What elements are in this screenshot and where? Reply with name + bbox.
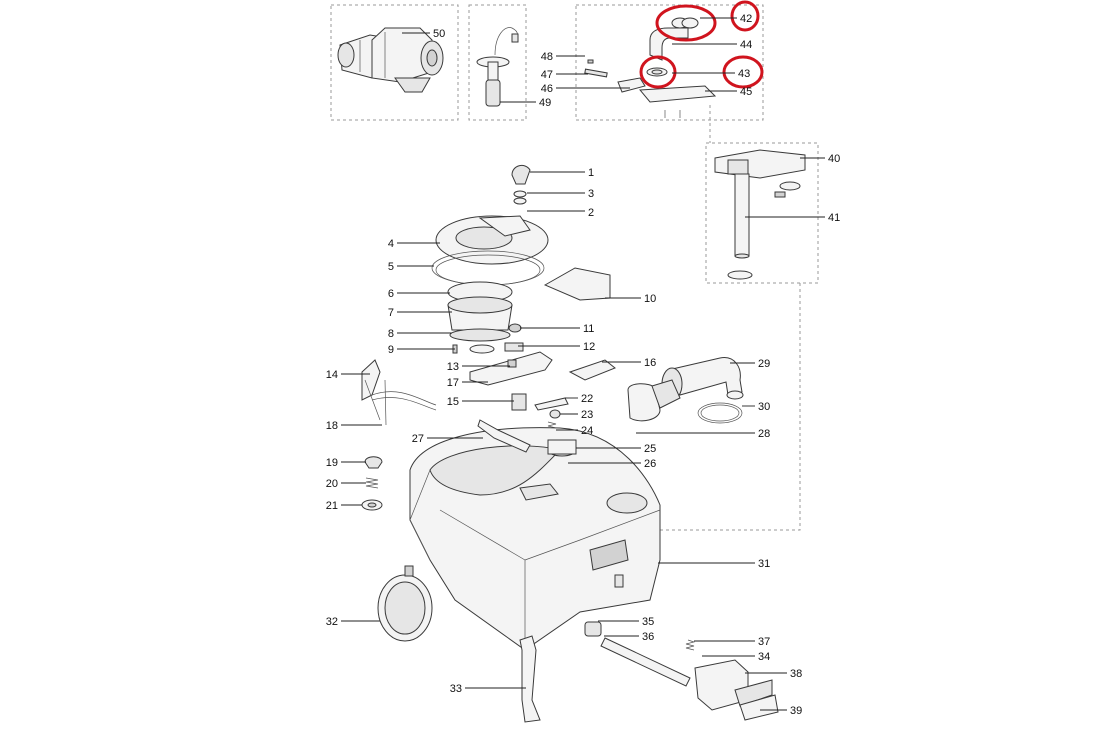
part-label-30: 30 (758, 401, 770, 413)
part-label-41: 41 (828, 212, 840, 224)
part-label-11: 11 (583, 323, 594, 335)
part-label-18: 18 (326, 420, 338, 432)
part-50-pump-drawing (337, 27, 444, 93)
part-label-15: 15 (447, 396, 459, 408)
part-label-25: 25 (644, 443, 656, 455)
highlight-circle-part-42 (655, 4, 717, 42)
part-label-42: 42 (740, 13, 752, 25)
part-label-47: 47 (541, 69, 553, 81)
handle-rod-drawing (519, 621, 779, 723)
part-label-13: 13 (447, 361, 459, 373)
part-label-31: 31 (758, 558, 770, 570)
part-label-17: 17 (447, 377, 459, 389)
part-label-24: 24 (581, 425, 593, 437)
part-label-46: 46 (541, 83, 553, 95)
part-label-9: 9 (388, 344, 394, 356)
part-label-22: 22 (581, 393, 593, 405)
inset-connector (580, 283, 801, 531)
part-label-20: 20 (326, 478, 338, 490)
highlight-circle-label-42 (730, 0, 760, 32)
inset-box-vent-pipe (705, 142, 819, 284)
part-label-6: 6 (388, 288, 394, 300)
part-label-5: 5 (388, 261, 394, 273)
part-label-1: 1 (588, 167, 594, 179)
highlight-circle-part-43 (639, 55, 677, 89)
part-49-sensor-drawing (476, 27, 519, 107)
vent-parts-drawing (584, 17, 717, 118)
part-label-36: 36 (642, 631, 654, 643)
part-32-wheel-drawing (377, 565, 433, 642)
leader-lines (341, 17, 825, 711)
part-40-41-pipe-drawing (714, 149, 806, 280)
part-label-35: 35 (642, 616, 654, 628)
part-31-tank-drawing (409, 419, 661, 651)
drain-parts-drawing (627, 357, 744, 424)
part-label-12: 12 (583, 341, 595, 353)
part-label-29: 29 (758, 358, 770, 370)
part-label-26: 26 (644, 458, 656, 470)
highlight-circle-label-43 (722, 55, 764, 89)
part-label-34: 34 (758, 651, 770, 663)
inset-box-vent (575, 4, 764, 121)
part-label-4: 4 (388, 238, 394, 250)
part-label-19: 19 (326, 457, 338, 469)
part-label-32: 32 (326, 616, 338, 628)
part-label-48: 48 (541, 51, 553, 63)
part-label-33: 33 (450, 683, 462, 695)
part-label-40: 40 (828, 153, 840, 165)
part-label-8: 8 (388, 328, 394, 340)
part-label-27: 27 (412, 433, 424, 445)
part-label-7: 7 (388, 307, 394, 319)
part-label-37: 37 (758, 636, 770, 648)
part-label-50: 50 (433, 28, 445, 40)
part-label-2: 2 (588, 207, 594, 219)
left-parts-drawing (361, 359, 569, 511)
part-label-43: 43 (738, 68, 750, 80)
part-label-38: 38 (790, 668, 802, 680)
part-label-45: 45 (740, 86, 752, 98)
part-label-44: 44 (740, 39, 752, 51)
part-label-14: 14 (326, 369, 338, 381)
part-label-3: 3 (588, 188, 594, 200)
part-label-39: 39 (790, 705, 802, 717)
inset-boxes (330, 4, 819, 531)
part-label-23: 23 (581, 409, 593, 421)
part-label-10: 10 (644, 293, 656, 305)
part-label-16: 16 (644, 357, 656, 369)
part-label-21: 21 (326, 500, 338, 512)
part-label-49: 49 (539, 97, 551, 109)
bowl-assembly-drawing (431, 164, 616, 386)
inset-box-pump (330, 4, 459, 121)
inset-box-level-sensor (468, 4, 527, 121)
part-label-28: 28 (758, 428, 770, 440)
highlight-marks (639, 0, 764, 89)
